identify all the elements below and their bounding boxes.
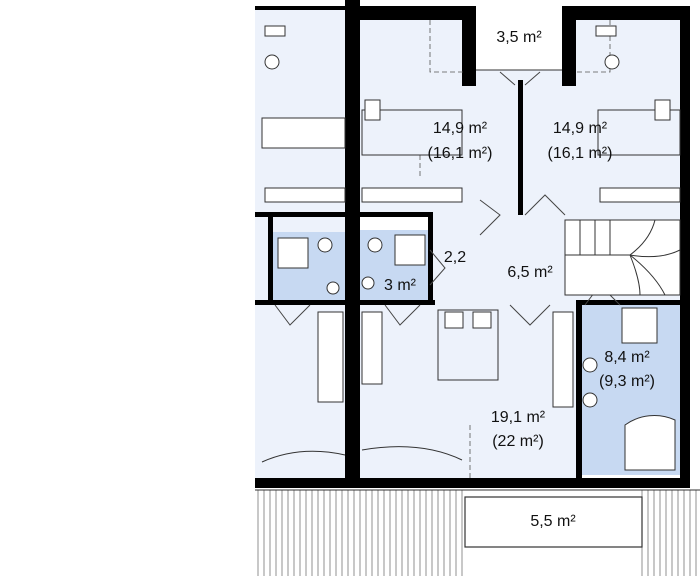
desk-curve-left — [261, 450, 346, 463]
desk-curve-master — [361, 446, 463, 461]
wc-shower — [394, 234, 426, 266]
wall-lower-left — [255, 300, 345, 305]
wc-sink — [361, 276, 375, 290]
pillow-master-2 — [472, 311, 492, 329]
bath-toilet — [582, 392, 598, 408]
desk-left — [264, 25, 286, 37]
wall-mid-wc — [360, 212, 432, 217]
left-bath-sink — [326, 281, 340, 295]
pillow-master — [444, 311, 464, 329]
terrace-hatching — [257, 490, 697, 576]
bath-sink — [582, 357, 598, 373]
wc-area: 3 m² — [384, 277, 417, 294]
dashed-lines — [419, 20, 611, 478]
bedroom-right-area: 14,9 m² — [553, 120, 608, 137]
wall-balcony-right — [562, 6, 576, 86]
balcony-top: 3,5 m² — [476, 29, 562, 71]
wardrobe-master — [552, 311, 574, 408]
wall-top-right — [576, 6, 688, 20]
bathroom-area: 8,4 m² — [604, 349, 650, 366]
left-bath-shower — [277, 237, 309, 269]
staircase — [564, 219, 681, 296]
room-labels: 14,9 m² (16,1 m²) 14,9 m² (16,1 m²) 2,2 … — [384, 120, 655, 530]
wall-wc-bottom — [360, 300, 435, 305]
terrace-area — [464, 496, 643, 548]
wall-balcony-left — [462, 6, 476, 86]
room-fill-balcony — [475, 8, 565, 70]
wall-bottom — [255, 478, 690, 488]
bedroom-right-gross: (16,1 m²) — [548, 145, 613, 162]
wc-toilet — [367, 237, 383, 253]
wall-bath-top — [580, 300, 680, 305]
pillow-left — [364, 99, 381, 121]
wall-mid-left — [255, 212, 345, 217]
wardrobe-left-unit — [264, 187, 346, 203]
bed-left-unit — [261, 117, 346, 149]
left-bath-toilet — [317, 237, 333, 253]
bath-shower — [621, 307, 658, 344]
wall-right — [680, 6, 690, 488]
chair-left — [264, 54, 280, 70]
master-area: 19,1 m² — [491, 409, 546, 426]
walls — [255, 0, 690, 488]
pillow-right — [654, 99, 671, 121]
master-gross: (22 m²) — [492, 433, 544, 450]
wall-bedroom-divider — [518, 80, 523, 215]
bedroom-left-gross: (16,1 m²) — [428, 145, 493, 162]
bathroom-gross: (9,3 m²) — [599, 373, 655, 390]
wall-left-unit-top — [255, 6, 345, 10]
wardrobe-bedroom-right — [599, 187, 681, 203]
desk-right — [595, 25, 617, 37]
bedroom-left-area: 14,9 m² — [433, 120, 488, 137]
furniture — [261, 25, 681, 471]
wall-top-left — [360, 6, 475, 20]
wall-left-bath-side — [268, 215, 273, 305]
chair-right — [604, 54, 620, 70]
hall-area: 6,5 m² — [507, 264, 553, 281]
wardrobe-bedroom-left — [361, 187, 463, 203]
wardrobe-master-left — [361, 311, 383, 385]
doors — [274, 71, 621, 326]
wall-party-right — [351, 0, 360, 488]
corner-bathtub — [624, 415, 676, 471]
wall-party-left — [345, 0, 351, 488]
wardrobe-left-lower — [317, 311, 344, 403]
balcony-top-area: 3,5 m² — [496, 29, 542, 46]
terrace-area-label: 5,5 m² — [530, 513, 576, 530]
wall-wc-right — [428, 212, 433, 304]
storage-area: 2,2 — [444, 249, 466, 266]
wall-bath-side — [576, 300, 582, 485]
